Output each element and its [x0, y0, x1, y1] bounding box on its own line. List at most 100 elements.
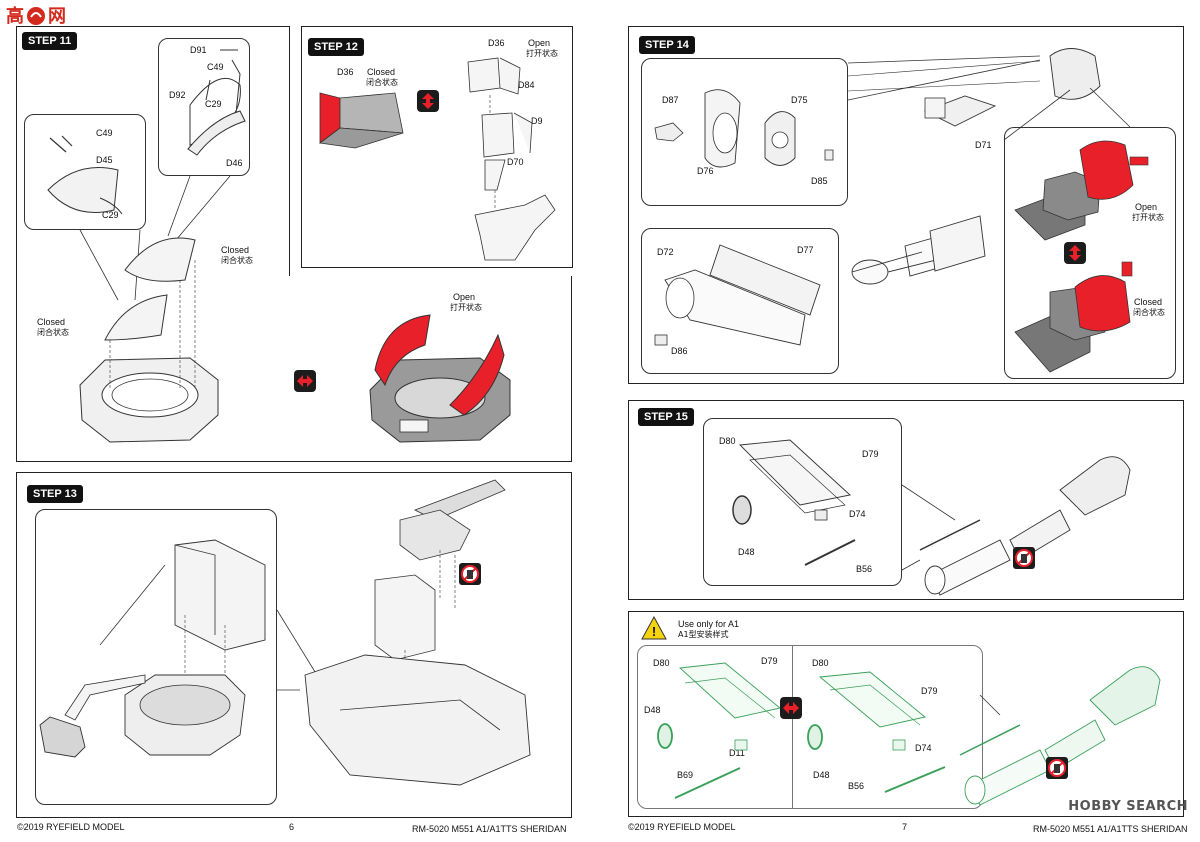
part-label-d45: D45	[96, 155, 113, 165]
hatch-part-sketch	[187, 49, 246, 156]
closed-label-cn: 闭合状态	[221, 256, 253, 265]
a1-gun-assembly	[959, 666, 1161, 806]
part-label-d80: D80	[653, 658, 670, 668]
part-label-d85: D85	[811, 176, 828, 186]
open-label-cn: 打开状态	[450, 303, 482, 312]
part-label-d48: D48	[644, 705, 661, 715]
footer-copyright: ©2019 RYEFIELD MODEL	[628, 822, 736, 832]
part-label-d48: D48	[813, 770, 830, 780]
bracket-closed-sketch	[318, 92, 404, 149]
closed-label-en: Closed	[1134, 297, 1163, 307]
part-label-b69: B69	[677, 770, 694, 780]
open-label-en: Open	[1135, 202, 1158, 212]
warning-icon: !	[641, 615, 667, 640]
no-glue-icon	[1046, 757, 1068, 779]
closed-label-cn: 闭合状态	[1133, 308, 1165, 317]
step11-title: STEP 11	[22, 32, 78, 50]
svg-text:高: 高	[6, 5, 24, 27]
part-label-d92: D92	[169, 90, 186, 100]
part-label-d36: D36	[488, 38, 505, 48]
open-label-cn: 打开状态	[1132, 213, 1164, 222]
bracket-open-sketch	[467, 57, 556, 261]
part-label-c29: C29	[205, 99, 222, 109]
step11-panel-join	[289, 26, 290, 276]
footer-product-code: RM-5020 M551 A1/A1TTS SHERIDAN	[1033, 824, 1188, 834]
hatch-cover-sketch	[47, 135, 123, 215]
open-label-en: Open	[453, 292, 476, 302]
part-label-d80: D80	[719, 436, 736, 446]
cupola-open-red	[369, 314, 511, 443]
part-label-d9: D9	[531, 116, 543, 126]
closed-label-en: Closed	[37, 317, 66, 327]
closed-label-cn: 闭合状态	[37, 328, 69, 337]
part-label-c49: C49	[207, 62, 224, 72]
part-label-b56: B56	[848, 781, 865, 791]
footer-product-code: RM-5020 M551 A1/A1TTS SHERIDAN	[412, 824, 567, 834]
coax-sleeve-sketch	[732, 439, 856, 566]
part-label-d86: D86	[671, 346, 688, 356]
closed-label-en: Closed	[221, 245, 250, 255]
a1-coax-sleeve-left	[657, 662, 782, 799]
part-label-d72: D72	[657, 247, 674, 257]
part-label-d46: D46	[226, 158, 243, 168]
part-label-d84: D84	[518, 80, 535, 90]
breech-closed-red	[1014, 261, 1133, 373]
part-label-d48: D48	[738, 547, 755, 557]
part-label-d80: D80	[812, 658, 829, 668]
open-label-en: Open	[528, 38, 551, 48]
swap-arrows-icon	[417, 90, 439, 112]
part-label-d76: D76	[697, 166, 714, 176]
page-number: 6	[289, 822, 295, 832]
svg-text:!: !	[652, 624, 656, 639]
a1-note-en: Use only for A1	[678, 619, 740, 629]
part-label-d74: D74	[849, 509, 866, 519]
page-number: 7	[902, 822, 908, 832]
step14-title: STEP 14	[639, 36, 695, 54]
part-label-c49: C49	[96, 128, 113, 138]
swap-arrows-icon	[1064, 242, 1086, 264]
gun-assembly-sketch	[919, 456, 1131, 596]
part-label-d74: D74	[915, 743, 932, 753]
closed-label-en: Closed	[367, 67, 396, 77]
open-label-cn: 打开状态	[526, 49, 558, 58]
step12-title: STEP 12	[308, 38, 364, 56]
part-label-d70: D70	[507, 157, 524, 167]
step13-title: STEP 13	[27, 485, 83, 503]
part-label-d79: D79	[761, 656, 778, 666]
cupola-assembly-gray	[79, 237, 219, 443]
swap-arrows-icon	[780, 697, 802, 719]
breech-tube-sketch	[654, 244, 821, 346]
part-label-d36: D36	[337, 67, 354, 77]
part-label-c29: C29	[102, 210, 119, 220]
closed-label-cn: 闭合状态	[366, 78, 398, 87]
step13-callout	[276, 609, 321, 691]
step15-callout	[901, 484, 956, 571]
part-label-b56: B56	[856, 564, 873, 574]
no-glue-icon	[459, 563, 481, 585]
footer-copyright: ©2019 RYEFIELD MODEL	[17, 822, 125, 832]
breech-parts-sketch	[654, 89, 834, 168]
part-label-d79: D79	[862, 449, 879, 459]
part-label-d91: D91	[190, 45, 207, 55]
machinegun-mount-sketch	[39, 539, 266, 758]
swap-arrows-icon	[294, 370, 316, 392]
part-label-d87: D87	[662, 95, 679, 105]
step15-title: STEP 15	[638, 408, 694, 426]
part-label-d75: D75	[791, 95, 808, 105]
watermark: HOBBY SEARCH	[1068, 799, 1188, 814]
part-label-d11: D11	[729, 748, 745, 758]
step14-callout	[847, 55, 1131, 141]
part-label-d77: D77	[797, 245, 814, 255]
a1-divider	[792, 646, 793, 808]
site-logo: 高 网	[6, 4, 76, 33]
no-glue-icon	[1013, 547, 1035, 569]
turret-interior-sketch	[304, 479, 531, 786]
part-label-d79: D79	[921, 686, 938, 696]
gun-breech-sketch	[847, 48, 1101, 285]
part-label-d71: D71	[975, 140, 992, 150]
a1-note-cn: A1型安装样式	[678, 630, 729, 639]
breech-open-red	[1014, 140, 1149, 241]
step11-detail-top	[158, 38, 250, 176]
svg-text:网: 网	[48, 6, 66, 27]
a1-coax-sleeve-right	[807, 671, 946, 793]
